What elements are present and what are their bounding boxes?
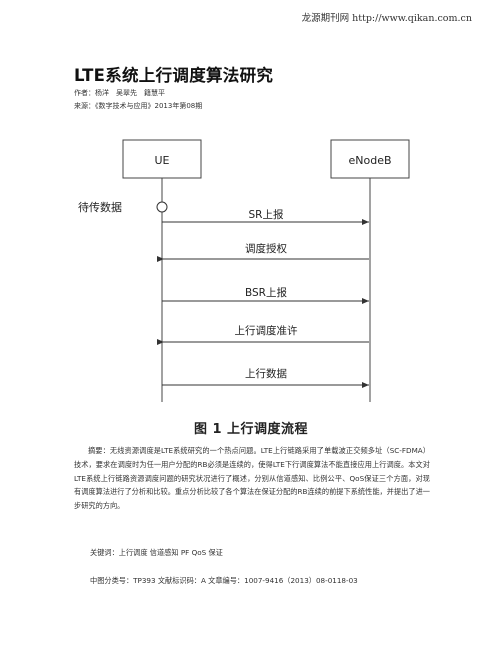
classification-info: 中图分类号：TP393 文献标识码：A 文章编号：1007-9416（2013）… xyxy=(90,576,358,585)
enodeb-label: eNodeB xyxy=(348,154,391,167)
message-5: 上行数据 xyxy=(162,367,369,388)
enodeb-box: eNodeB xyxy=(330,139,410,179)
start-label: 待传数据 xyxy=(78,200,122,214)
message-4: 上行调度准许 xyxy=(157,324,369,345)
message-2: 调度授权 xyxy=(157,242,369,262)
ue-box: UE xyxy=(122,139,202,179)
article-title: LTE系统上行调度算法研究 xyxy=(74,66,274,85)
header-site-link[interactable]: 龙源期刊网 http://www.qikan.com.cn xyxy=(301,13,472,24)
message-2-label: 调度授权 xyxy=(245,242,287,255)
message-1-label: SR上报 xyxy=(249,208,284,221)
abstract: 摘要：无线资源调度是LTE系统研究的一个热点问题。LTE上行链路采用了单载波正交… xyxy=(74,446,430,511)
message-4-label: 上行调度准许 xyxy=(235,324,298,337)
message-5-label: 上行数据 xyxy=(245,367,287,380)
figure-caption: 图 1 上行调度流程 xyxy=(193,422,309,437)
sequence-diagram: UE eNodeB 待传数据 SR上报 调度授权 BSR上报 上行调度准许 xyxy=(78,130,430,430)
ue-label: UE xyxy=(154,154,169,167)
keywords: 关键词：上行调度 信道感知 PF QoS 保证 xyxy=(90,548,223,557)
message-3: BSR上报 xyxy=(162,286,369,304)
message-3-label: BSR上报 xyxy=(245,286,287,299)
start-circle xyxy=(156,201,168,213)
message-1: SR上报 xyxy=(162,208,369,225)
article-source: 来源：《数字技术与应用》2013年第08期 xyxy=(74,102,203,110)
article-authors: 作者：杨洋 吴翠先 籍慧平 xyxy=(74,89,165,97)
